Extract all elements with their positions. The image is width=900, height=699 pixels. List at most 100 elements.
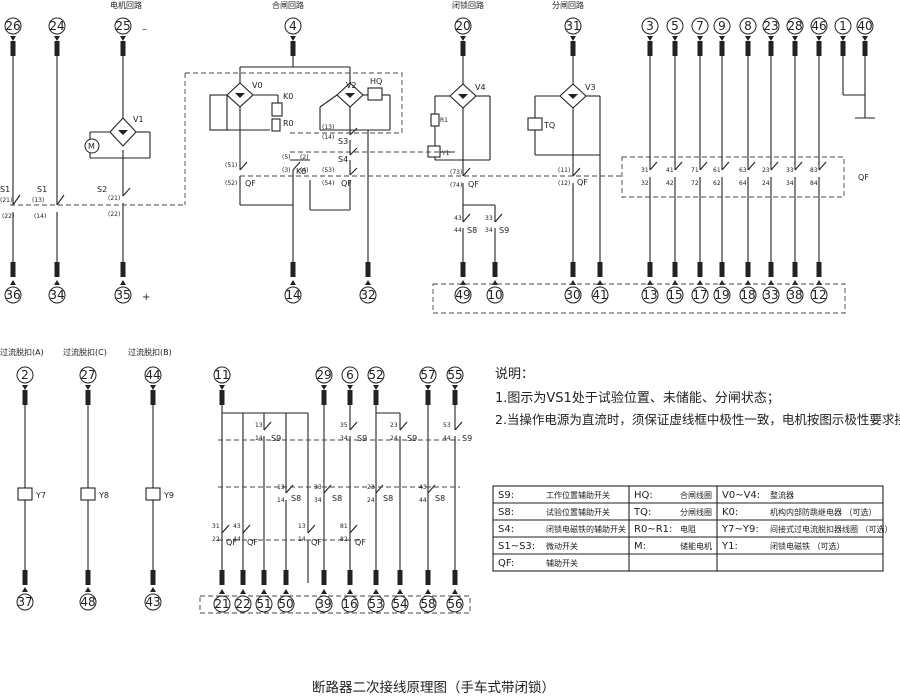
aux-bottom-terminal-21-label: 21 — [214, 597, 229, 611]
bottom-terminal-34: 34 — [48, 280, 66, 304]
pin-24-b: 24 — [390, 435, 398, 442]
s1-left-label: S1 — [0, 185, 10, 194]
pin-21-s2: (21) — [108, 195, 120, 202]
qf-label-f: QF — [247, 538, 258, 547]
pin-43-s8: 43 — [454, 215, 462, 222]
pin-5: (5) — [282, 154, 291, 161]
coil-top-terminal-44: 44 — [144, 366, 162, 390]
pin-44-s8: 44 — [454, 227, 462, 234]
aux-bottom-terminal-22: 22 — [234, 589, 252, 613]
qf-contact-pin-bottom: 42 — [666, 180, 674, 187]
top-terminal-7-label: 7 — [696, 19, 704, 33]
legend-cell: 试验位置辅助开关 — [546, 507, 610, 517]
bottom-terminal-41: 41 — [591, 280, 609, 304]
s4-label: S4 — [338, 155, 348, 164]
pin-74: (74) — [450, 182, 462, 189]
pin-12: (12) — [558, 180, 570, 187]
pin-13-d: 13 — [298, 523, 306, 530]
s8-label-top: S8 — [467, 226, 477, 235]
qf-label-right: QF — [858, 173, 869, 182]
bottom-terminal-19: 19 — [713, 280, 731, 304]
bottom-terminal-15: 15 — [666, 280, 684, 304]
tq-label: TQ — [543, 121, 555, 130]
qf-label-d: QF — [577, 178, 588, 187]
top-terminal-46: 46 — [810, 17, 828, 41]
pin-51: (51) — [225, 162, 237, 169]
notes-line-2: 2.当操作电源为直流时，须保证虚线框中极性一致，电机按图示极性要求接线。 — [495, 412, 900, 427]
legend-cell: 辅助开关 — [546, 558, 578, 568]
s8-label-2: S8 — [332, 494, 342, 503]
bottom-terminal-10-label: 10 — [487, 288, 502, 302]
qf-label-e: QF — [226, 538, 237, 547]
legend-cell: R0~R1: — [634, 524, 672, 535]
s8-label-1: S8 — [291, 494, 301, 503]
opening-circuit-label: 分闸回路 — [552, 0, 584, 10]
qf-label-g: QF — [311, 538, 322, 547]
pin-73: (73) — [450, 169, 462, 176]
bottom-terminal-30: 30 — [564, 280, 582, 304]
aux-bottom-terminal-16-label: 16 — [342, 597, 357, 611]
top-terminal-28: 28 — [786, 17, 804, 41]
top-terminal-9-label: 9 — [718, 19, 726, 33]
qf-contact-pin-top: 41 — [666, 167, 674, 174]
s9-label-3: S9 — [407, 434, 417, 443]
aux-bottom-terminal-58-label: 58 — [420, 597, 435, 611]
qf-contact-pin-top: 83 — [810, 167, 818, 174]
aux-bottom-terminal-56-label: 56 — [447, 597, 462, 611]
overcurrent-c-label: 过流脱扣(C) — [63, 347, 107, 357]
pin-33-c: 33 — [314, 484, 322, 491]
legend-cell: 闭锁电磁铁的辅助开关 — [546, 524, 626, 534]
s9-label-2: S9 — [357, 434, 367, 443]
top-terminal-1: 1 — [834, 17, 852, 41]
bottom-terminal-12-label: 12 — [811, 288, 826, 302]
pin-13-c: 13 — [277, 484, 285, 491]
bottom-terminal-13: 13 — [641, 280, 659, 304]
r1-label: R1 — [440, 117, 448, 124]
bottom-terminal-38: 38 — [786, 280, 804, 304]
s2-label: S2 — [97, 185, 107, 194]
v1-label: V1 — [133, 115, 144, 124]
coil-bottom-terminal-43: 43 — [144, 587, 162, 611]
pin-23-b: 23 — [390, 422, 398, 429]
bottom-terminal-34-label: 34 — [49, 288, 64, 302]
qf-contact-pin-bottom: 72 — [691, 180, 699, 187]
bottom-terminal-41-label: 41 — [592, 288, 607, 302]
aux-bottom-terminal-56: 56 — [446, 589, 464, 613]
y9-label: Y9 — [163, 491, 174, 500]
qf-contact-pin-top: 33 — [786, 167, 794, 174]
top-terminal-7: 7 — [691, 17, 709, 41]
pin-33-s9: 33 — [485, 215, 493, 222]
coil-bottom-terminal-43-label: 43 — [145, 595, 160, 609]
bottom-terminal-49-label: 49 — [455, 288, 470, 302]
top-terminal-40: 40 — [856, 17, 874, 41]
bottom-terminal-17: 17 — [691, 280, 709, 304]
aux-bottom-terminal-39-label: 39 — [316, 597, 331, 611]
pin-14-b: 14 — [255, 435, 263, 442]
top-terminal-26: 26 — [4, 17, 22, 41]
aux-top-terminal-52: 52 — [367, 366, 385, 390]
s9-label-top: S9 — [499, 226, 509, 235]
legend-cell: M: — [634, 541, 646, 552]
k0-label: K0 — [283, 92, 293, 101]
legend-cell: S8: — [498, 507, 514, 518]
aux-bottom-terminal-16: 16 — [341, 589, 359, 613]
bottom-terminal-36-label: 36 — [5, 288, 20, 302]
notes-heading: 说明： — [495, 367, 534, 382]
aux-top-terminal-29-label: 29 — [316, 368, 331, 382]
pin-13-b: 13 — [255, 422, 263, 429]
s3-label: S3 — [338, 137, 348, 146]
top-terminal-31-label: 31 — [565, 19, 580, 33]
top-terminal-23-label: 23 — [763, 19, 778, 33]
top-terminal-26-label: 26 — [5, 19, 20, 33]
top-terminal-28-label: 28 — [787, 19, 802, 33]
bottom-terminal-18: 18 — [739, 280, 757, 304]
top-terminal-9: 9 — [713, 17, 731, 41]
legend-cell: QF: — [498, 558, 514, 569]
aux-top-terminal-11-label: 11 — [214, 368, 229, 382]
top-terminal-40-label: 40 — [857, 19, 872, 33]
bottom-terminal-14-label: 14 — [285, 288, 300, 302]
qf-contact-pin-top: 71 — [691, 167, 699, 174]
